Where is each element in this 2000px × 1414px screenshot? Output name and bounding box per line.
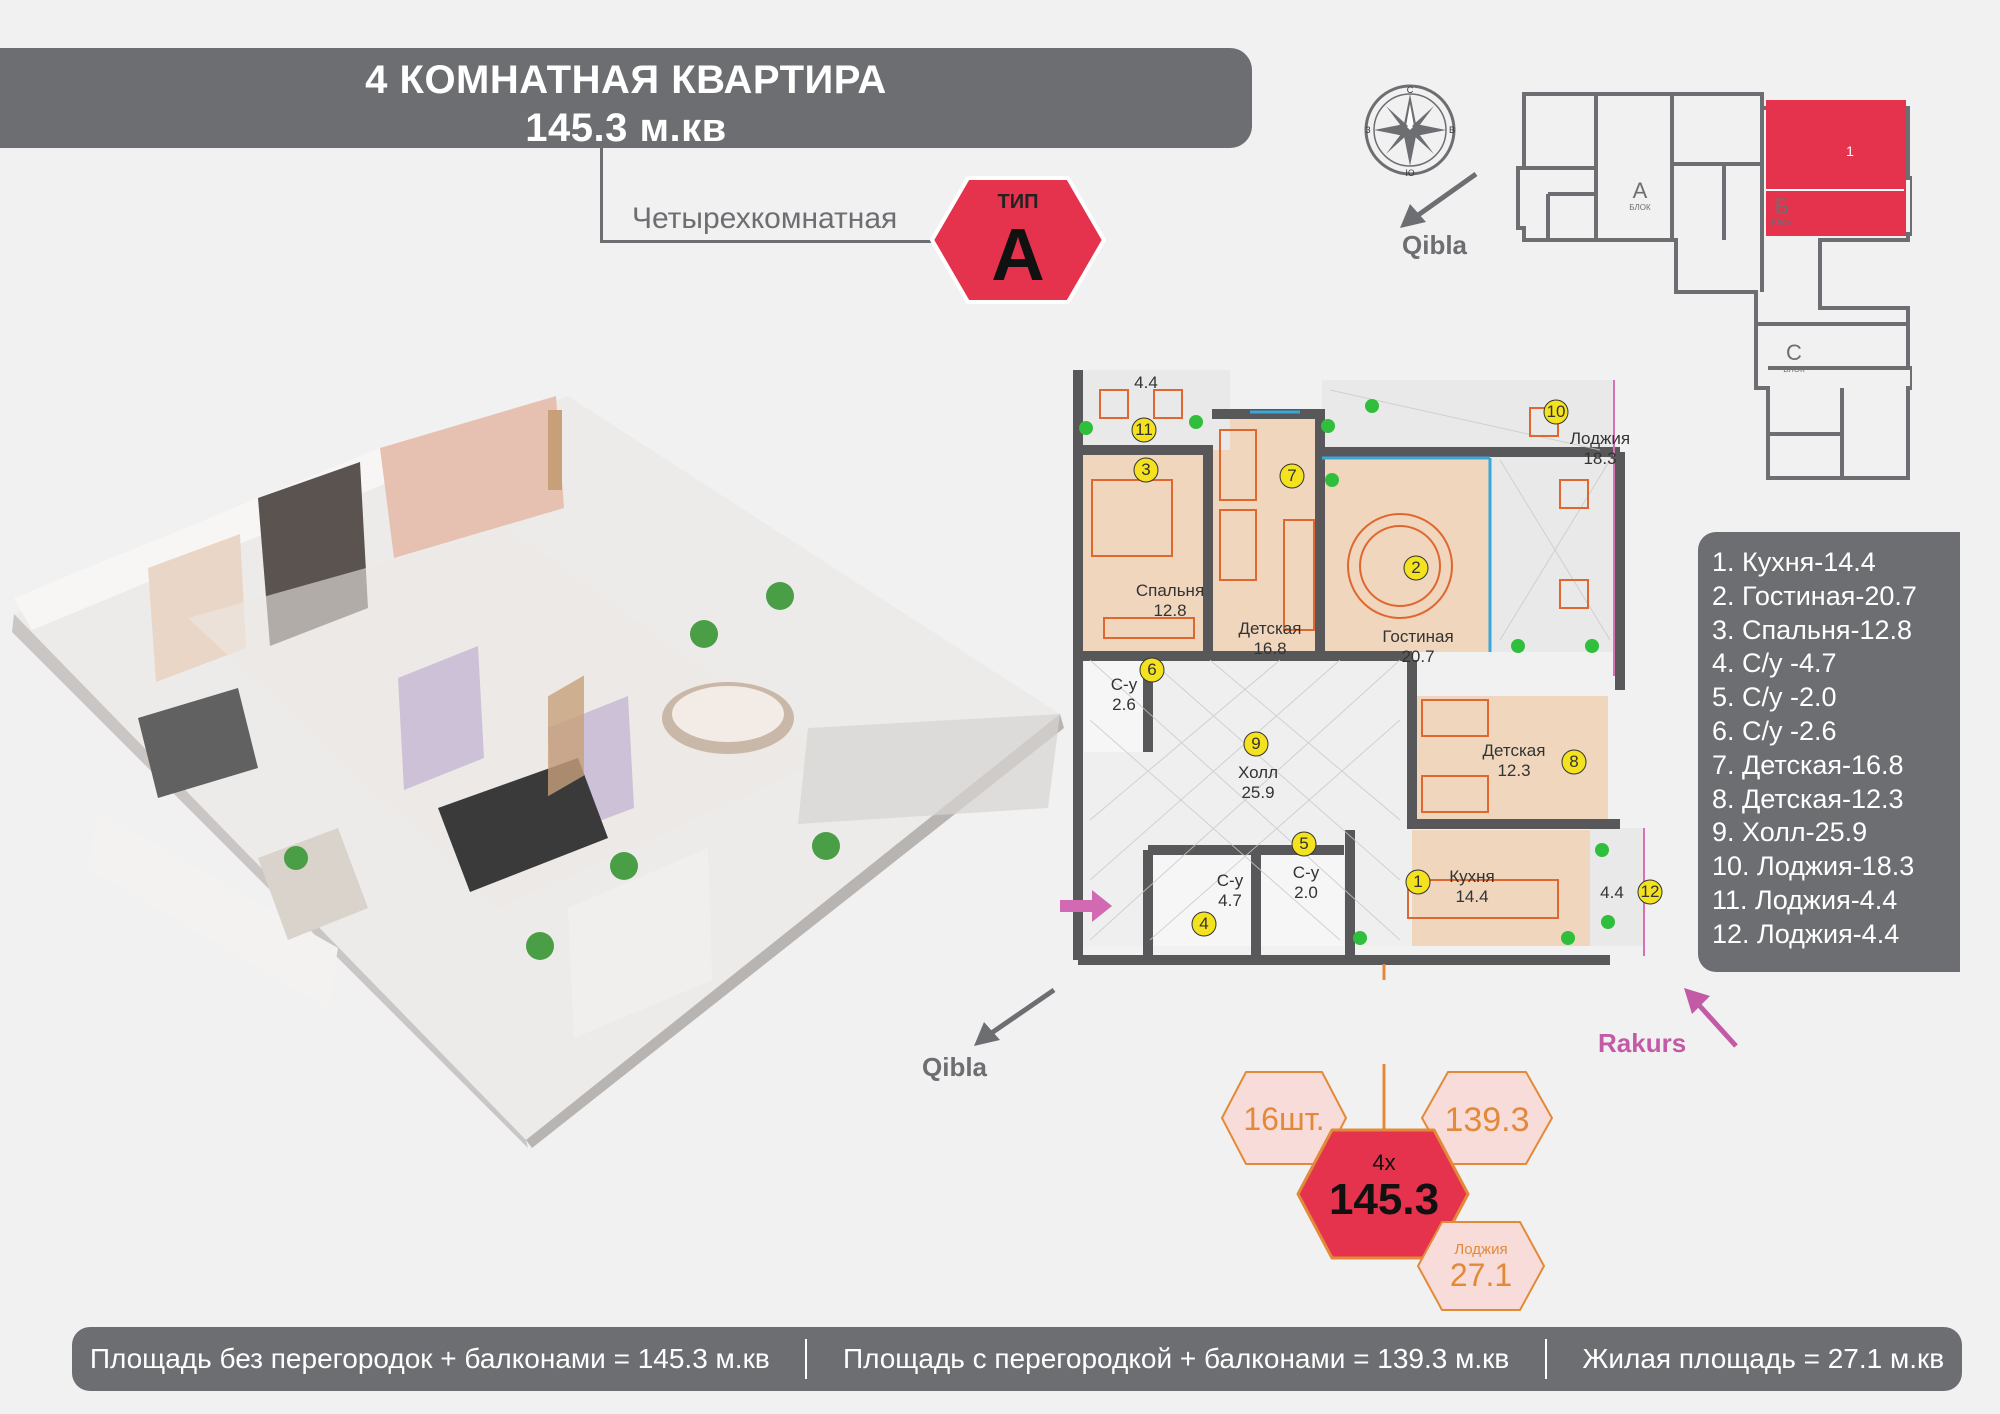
summary-separator <box>1544 1339 1547 1379</box>
type-badge-letter: А <box>991 213 1044 296</box>
room-8-name: Детская <box>1483 741 1546 760</box>
summary-separator <box>805 1339 808 1379</box>
floor-plan: Спальня 12.8 Детская 16.8 Гостиная 20.7 … <box>1060 370 1663 980</box>
room-2-area: 20.7 <box>1401 647 1434 666</box>
room-6-name: С-у <box>1111 675 1138 694</box>
area-with-partitions: Площадь с перегородкой + балконами = 139… <box>842 1343 1510 1374</box>
compass-east: В <box>1449 125 1455 135</box>
room-1-area: 14.4 <box>1455 887 1488 906</box>
room-3-name: Спальня <box>1136 581 1204 600</box>
legend-item: 3. Спальня-12.8 <box>1712 614 1913 645</box>
block-a-letter: A <box>1633 178 1648 203</box>
loggia-badge-label: Лоджия <box>1454 1241 1507 1258</box>
legend-item: 10. Лоджия-18.3 <box>1712 851 1915 882</box>
room-7-area: 16.8 <box>1253 639 1286 658</box>
loggia-area-badge: 27.1 <box>1450 1257 1512 1293</box>
legend-item: 1. Кухня-14.4 <box>1712 547 1876 577</box>
room-11-area: 4.4 <box>1134 373 1158 392</box>
room-7-number: 7 <box>1287 466 1296 485</box>
block-c-letter: С <box>1786 340 1802 365</box>
living-area: Жилая площадь = 27.1 м.кв <box>1582 1343 1945 1374</box>
legend-item: 6. С/у -2.6 <box>1712 715 1837 746</box>
room-1-number: 1 <box>1413 872 1422 891</box>
room-8-area: 12.3 <box>1497 761 1530 780</box>
room-6-area: 2.6 <box>1112 695 1136 714</box>
room-5-area: 2.0 <box>1294 883 1318 902</box>
entry-arrow-icon <box>1060 890 1112 922</box>
subtitle-connector <box>600 148 933 243</box>
subtitle: Четырехкомнатная <box>632 202 898 235</box>
room-9-name: Холл <box>1238 763 1278 782</box>
block-c-sub: БЛОК <box>1783 365 1805 374</box>
legend-item: 8. Детская-12.3 <box>1712 783 1904 814</box>
block-b-letter: Б <box>1775 194 1789 219</box>
block-a-sub: БЛОК <box>1629 203 1651 212</box>
compass-south: Ю <box>1405 168 1414 178</box>
room-4-area: 4.7 <box>1218 891 1242 910</box>
room-8-number: 8 <box>1569 752 1578 771</box>
legend-item: 11. Лоджия-4.4 <box>1712 884 1898 915</box>
partition-area-badge: 139.3 <box>1444 1101 1529 1139</box>
legend-item: 2. Гостиная-20.7 <box>1712 580 1917 611</box>
room-10-name: Лоджия <box>1570 429 1630 448</box>
room-1-name: Кухня <box>1449 867 1495 886</box>
compass-icon: С В Ю З <box>1364 84 1456 178</box>
compass-west: З <box>1365 125 1370 135</box>
building-keyplan: 1 A БЛОК Б БЛОК С БЛОК <box>1516 92 1912 480</box>
room-11-number: 11 <box>1135 420 1153 439</box>
legend-item: 12. Лоджия-4.4 <box>1712 918 1900 949</box>
room-9-area: 25.9 <box>1241 783 1274 802</box>
room-4-name: С-у <box>1217 871 1244 890</box>
type-badge: ТИП А <box>930 176 1106 304</box>
room-12-area: 4.4 <box>1600 883 1624 902</box>
room-2-name: Гостиная <box>1382 627 1453 646</box>
selected-apartment-highlight <box>1766 100 1906 236</box>
room-6-number: 6 <box>1147 660 1156 679</box>
room-5-number: 5 <box>1299 834 1308 853</box>
room-5-name: С-у <box>1293 863 1320 882</box>
summary-bar: Площадь без перегородок + балконами = 14… <box>72 1327 1962 1391</box>
area-badges: 16шт. 139.3 4х 145.3 Лоджия 27.1 <box>1221 1064 1553 1311</box>
qibla-arrow-icon <box>1400 171 1478 228</box>
room-9-number: 9 <box>1251 734 1260 753</box>
apartment-3d-render <box>12 396 1064 1148</box>
legend-item: 5. С/у -2.0 <box>1712 682 1837 713</box>
selected-apartment-number: 1 <box>1846 143 1854 159</box>
room-7-name: Детская <box>1239 619 1302 638</box>
room-legend: 1. Кухня-14.4 2. Гостиная-20.7 3. Спальн… <box>1698 532 1960 972</box>
legend-item: 9. Холл-25.9 <box>1712 817 1868 848</box>
room-2-number: 2 <box>1411 558 1420 577</box>
legend-item: 7. Детская-16.8 <box>1712 749 1904 780</box>
apartment-count: 16шт. <box>1243 1101 1324 1137</box>
main-area-badge: 145.3 <box>1329 1175 1439 1224</box>
rakurs-label: Rakurs <box>1598 1028 1687 1058</box>
room-10-area: 18.3 <box>1583 449 1616 468</box>
area-without-partitions: Площадь без перегородок + балконами = 14… <box>89 1343 770 1374</box>
room-12-number: 12 <box>1641 882 1660 901</box>
room-4-number: 4 <box>1199 914 1208 933</box>
rakurs-arrow-icon <box>1684 988 1738 1048</box>
type-badge-prefix: ТИП <box>998 191 1039 213</box>
page-area: 145.3 м.кв <box>525 106 727 150</box>
qibla-label-top: Qibla <box>1402 230 1468 260</box>
compass-north: С <box>1407 85 1414 95</box>
room-3-area: 12.8 <box>1153 601 1186 620</box>
legend-item: 4. С/у -4.7 <box>1712 648 1837 679</box>
main-badge-prefix: 4х <box>1372 1150 1395 1175</box>
qibla-arrow-icon <box>974 987 1056 1046</box>
block-b-sub: БЛОК <box>1771 219 1793 228</box>
qibla-label-bottom: Qibla <box>922 1052 988 1082</box>
room-3-number: 3 <box>1141 460 1150 479</box>
room-10-number: 10 <box>1547 402 1566 421</box>
page-title: 4 КОМНАТНАЯ КВАРТИРА <box>365 58 887 102</box>
header-bar <box>0 48 1252 148</box>
